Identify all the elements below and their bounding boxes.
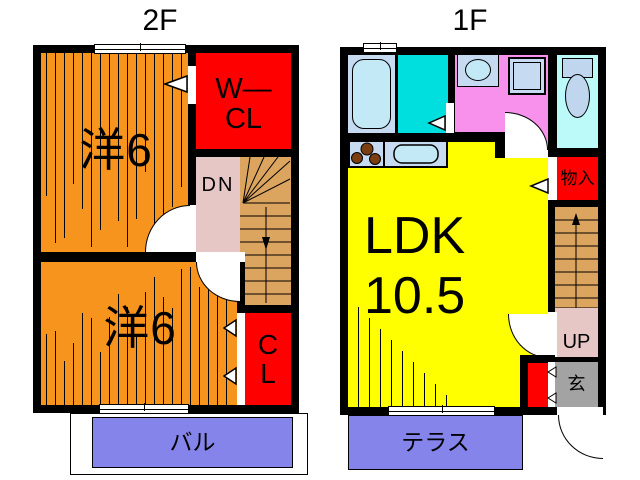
closet-door-arrow-icon (222, 366, 237, 386)
door-swing-arrow-icon (163, 74, 188, 94)
stairs-down-label: DN (201, 173, 235, 196)
entrance-label: 玄 (567, 374, 586, 395)
balcony-label: バル (169, 429, 216, 456)
stair-landing-2f (196, 157, 240, 252)
storage-door (548, 157, 557, 200)
ldk-room (455, 142, 495, 150)
entrance-door-opening (557, 407, 603, 415)
closet-2f (245, 313, 291, 405)
stair-landing-1f (555, 308, 598, 360)
washer-pan-inner (513, 62, 541, 90)
stove-burners-icon (351, 142, 381, 165)
window-symbol (94, 43, 186, 54)
entrance: 玄 (555, 362, 598, 407)
wall (395, 55, 398, 133)
entrance-closet-door (548, 362, 555, 407)
window-symbol (363, 42, 397, 53)
balcony: バル (92, 417, 293, 468)
washbasin-bowl (465, 59, 491, 81)
door-opening (196, 252, 245, 262)
wall (448, 55, 455, 141)
terrace: テラス (348, 415, 523, 470)
wall (495, 132, 505, 158)
up-arrow-icon (572, 213, 580, 225)
walkin-closet (196, 53, 291, 149)
stairs-up-label: UP (562, 330, 591, 353)
door-opening (188, 205, 196, 252)
bathtub (352, 59, 391, 129)
kitchen-counter (348, 140, 448, 168)
wall (237, 305, 291, 313)
door-swing-arrow-icon (529, 177, 549, 195)
down-arrow-icon (262, 237, 270, 250)
storage-label: 物入 (560, 168, 595, 188)
floor2-label: 2F (142, 4, 178, 38)
door-fold-arrow-icon (547, 392, 557, 404)
washroom-door (446, 103, 454, 133)
wall (188, 53, 196, 205)
ldk-room (348, 135, 553, 407)
wall (520, 355, 555, 363)
ldk-size-label: 10.5 (364, 267, 466, 325)
western-room-upper (41, 53, 191, 252)
washer-pan (508, 57, 546, 95)
wall (520, 363, 528, 407)
closet-door-arrow-icon (222, 318, 237, 338)
hall-door (548, 312, 557, 358)
wall (348, 133, 448, 141)
storage: 物入 (557, 157, 598, 200)
toilet-bowl (565, 74, 590, 118)
stairs-2f (240, 156, 291, 307)
western-room-lower-label: 洋6 (103, 301, 177, 354)
wall (196, 149, 291, 157)
stairs-1f-treads-icon (555, 213, 598, 325)
walkin-closet-label: W— CL (215, 72, 272, 135)
wall (237, 252, 245, 313)
door-opening (505, 150, 553, 158)
wall (448, 132, 505, 142)
wall (548, 148, 598, 157)
wall (555, 357, 598, 362)
closet-2f-label: C L (257, 328, 279, 389)
floor-hatch (353, 298, 458, 407)
kitchen-sink (393, 144, 439, 164)
wall (548, 55, 557, 157)
door-swing-arrow-icon (427, 114, 446, 132)
terrace-label: テラス (401, 429, 470, 456)
door-fold-arrow-icon (547, 366, 557, 378)
wall (548, 200, 598, 207)
western-room-upper-label: 洋6 (79, 123, 153, 176)
shoe-cabinet (528, 363, 548, 407)
wall (41, 252, 196, 262)
wall (548, 207, 555, 312)
stairs-2f-treads-icon (240, 156, 291, 303)
closet-2f-door (237, 313, 245, 405)
walkin-closet-door (188, 66, 196, 104)
entrance-door-arc (558, 415, 603, 459)
ldk-label: LDK (364, 207, 466, 265)
floor1-label: 1F (452, 4, 488, 38)
